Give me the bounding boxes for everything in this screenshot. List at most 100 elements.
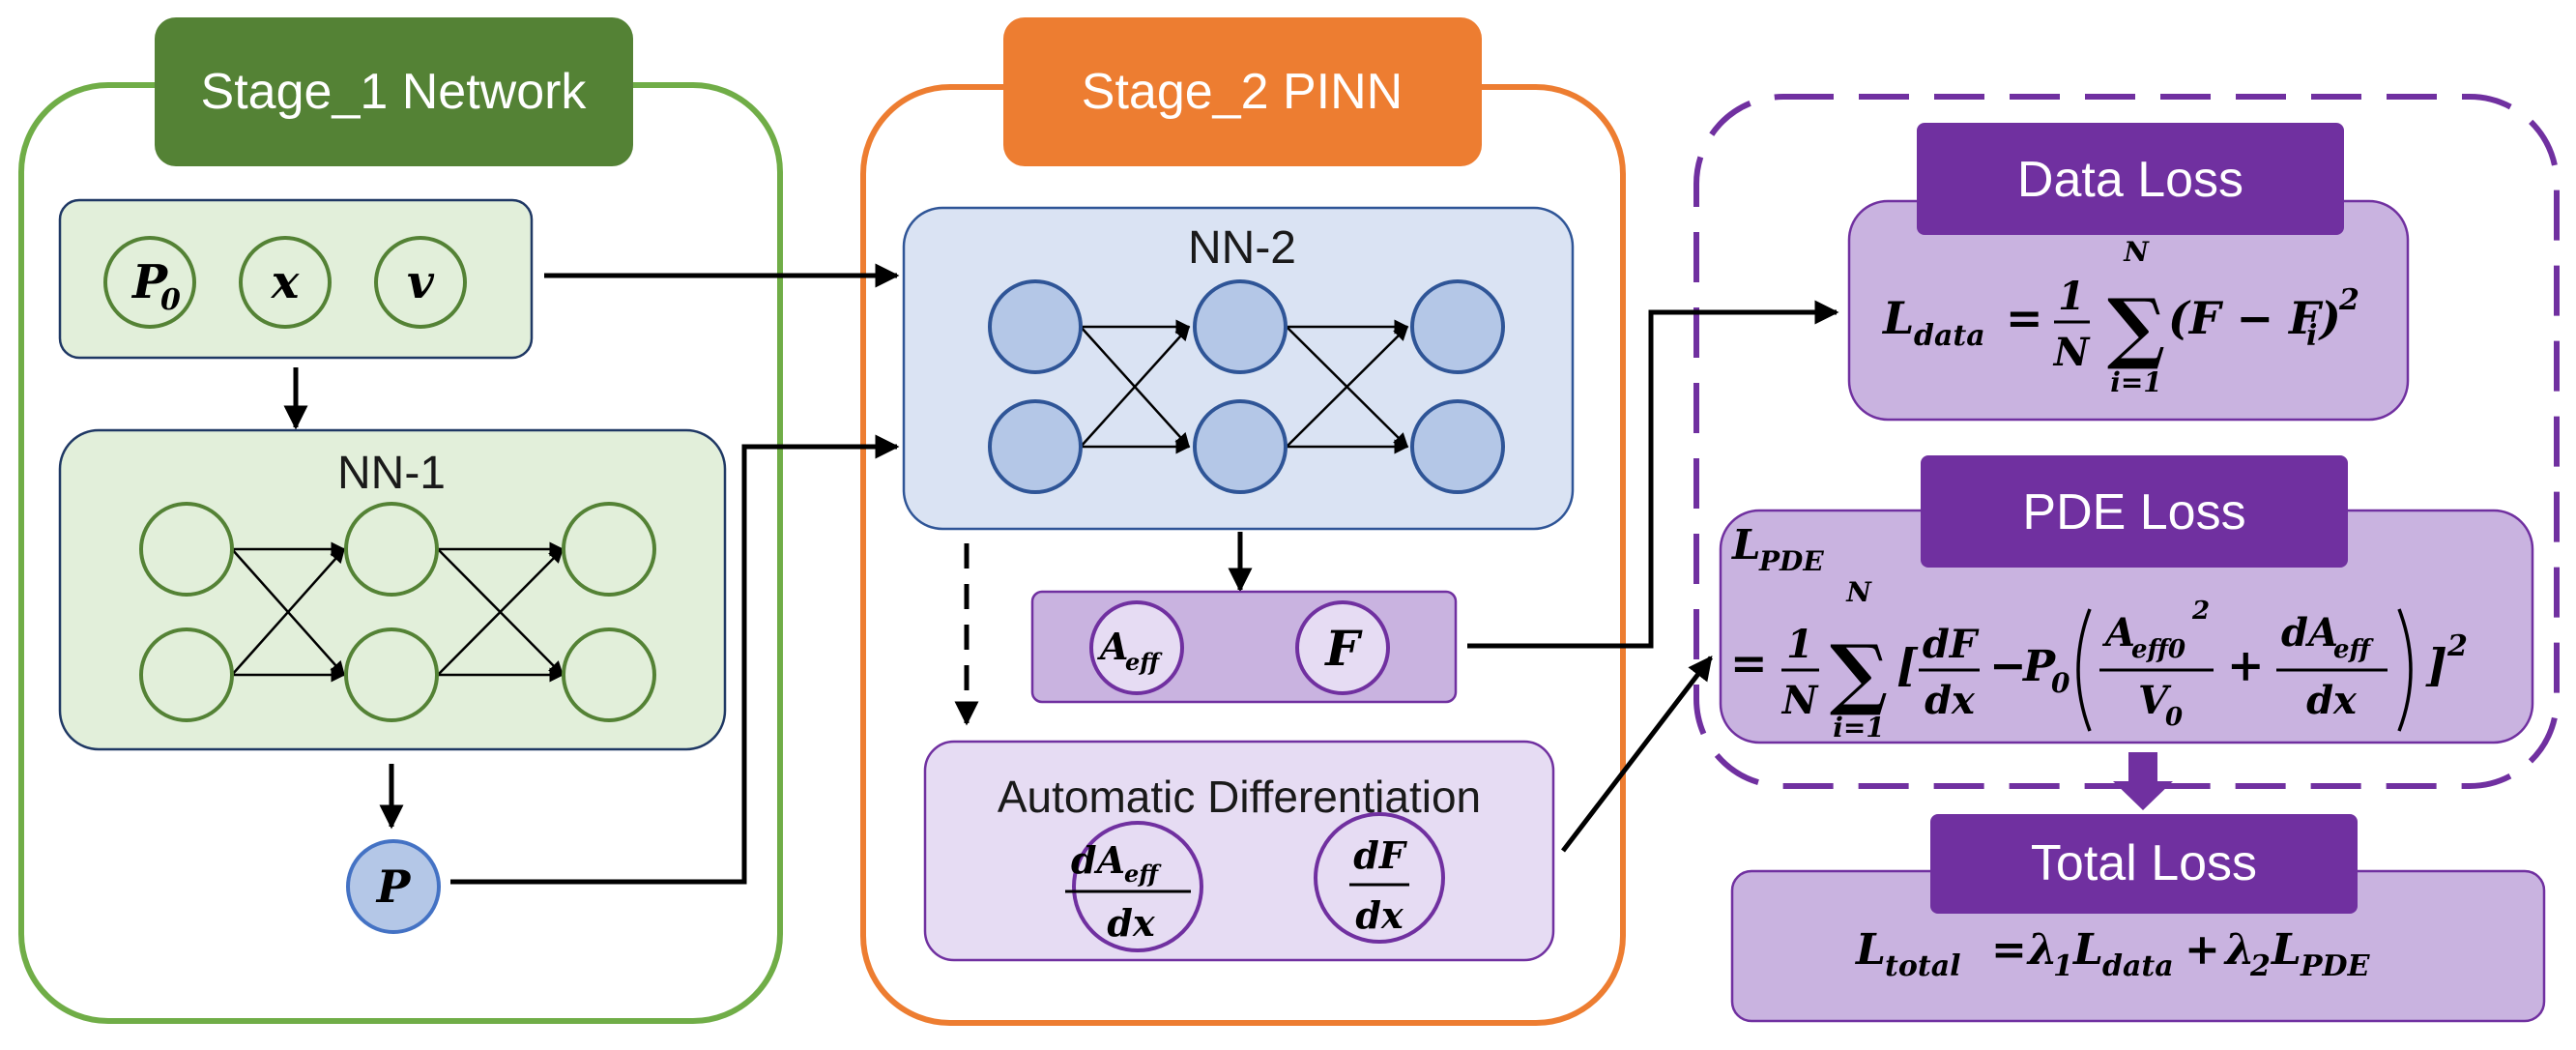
svg-text:λ: λ	[2223, 925, 2255, 975]
svg-text:1: 1	[2058, 274, 2085, 319]
data-loss-header	[1917, 123, 2344, 235]
svg-text:A: A	[1097, 625, 1128, 668]
svg-text:∑: ∑	[2107, 281, 2165, 372]
svg-text:x: x	[271, 255, 301, 309]
svg-text:eff0: eff0	[2131, 635, 2185, 664]
stage1-title: Stage_1 Network	[201, 64, 588, 120]
arrow-f-to-data-loss	[1467, 300, 1839, 649]
nn2-node	[1410, 399, 1505, 494]
svg-text:P: P	[2021, 642, 2057, 691]
stage1-header	[155, 17, 633, 166]
svg-text:2: 2	[2446, 629, 2468, 663]
svg-text:(F − F: (F − F	[2168, 292, 2324, 344]
autodiff-node-df: dF dx	[1314, 812, 1445, 944]
output-node-p: P	[346, 839, 441, 934]
svg-text:dA: dA	[1071, 838, 1125, 882]
arrow-ad-to-pde-loss	[1561, 656, 1713, 853]
svg-text:F: F	[1323, 620, 1363, 677]
svg-text:eff: eff	[2333, 635, 2375, 664]
svg-text:−: −	[1989, 639, 2027, 691]
svg-text:dx: dx	[1925, 678, 1976, 723]
svg-text:]: ]	[2425, 639, 2447, 691]
svg-text:total: total	[1885, 949, 1961, 983]
svg-text:0: 0	[2051, 667, 2070, 699]
nn1-node	[139, 627, 234, 722]
nn1-nodes	[139, 502, 656, 722]
svg-text:=: =	[2006, 292, 2043, 344]
svg-text:N: N	[1845, 576, 1872, 608]
svg-text:i=1: i=1	[1833, 712, 1885, 744]
output-node-aeff: A eff	[1089, 600, 1184, 695]
svg-text:V: V	[2138, 678, 2172, 723]
svg-text:+: +	[2185, 925, 2220, 975]
nn2-nodes	[988, 279, 1505, 494]
svg-text:v: v	[407, 255, 435, 309]
svg-text:2: 2	[2338, 283, 2359, 317]
svg-text:1: 1	[1786, 622, 1813, 667]
svg-text:i: i	[2306, 319, 2317, 353]
stage2-title: Stage_2 PINN	[1082, 64, 1403, 120]
svg-text:2: 2	[2191, 597, 2210, 626]
svg-text:L: L	[2071, 925, 2103, 975]
nn1-edges	[231, 541, 564, 683]
autodiff-node-daeff: dA eff dx	[1065, 821, 1203, 952]
svg-text:i=1: i=1	[2110, 366, 2162, 398]
svg-text:L: L	[1854, 925, 1886, 975]
svg-text:): )	[2318, 292, 2341, 344]
svg-text:P: P	[130, 255, 169, 309]
nn1-node	[344, 627, 439, 722]
pde-loss-title: PDE Loss	[2022, 484, 2245, 540]
total-loss-title: Total Loss	[2031, 835, 2257, 891]
svg-text:L: L	[2270, 925, 2301, 975]
data-loss-title: Data Loss	[2017, 152, 2243, 208]
svg-text:λ: λ	[2026, 925, 2058, 975]
input-node-p0: P 0	[103, 236, 196, 329]
svg-text:dF: dF	[1923, 622, 1980, 667]
data-loss-formula: L data = 1 N N ∑ i=1 (F − F i ) 2	[1881, 236, 2359, 398]
nn1-node	[562, 627, 656, 722]
total-loss-formula: L total = λ 1 L data + λ 2 L PDE	[1854, 925, 2371, 983]
nn2-node	[1193, 399, 1288, 494]
nn2-node	[988, 399, 1083, 494]
svg-text:eff: eff	[1124, 860, 1162, 888]
svg-text:N: N	[1780, 678, 1819, 723]
arrow-p-to-nn2	[450, 434, 900, 885]
svg-text:2: 2	[2249, 949, 2271, 983]
svg-text:[: [	[1896, 639, 1919, 691]
svg-text:P: P	[375, 860, 412, 913]
nn2-edges	[1080, 319, 1409, 454]
output-node-f: F	[1295, 600, 1390, 695]
input-node-v: v	[374, 236, 467, 329]
svg-text:N: N	[2052, 330, 2091, 375]
total-loss-header	[1930, 814, 2358, 914]
nn2-node	[1410, 279, 1505, 374]
svg-text:1: 1	[2053, 949, 2073, 983]
svg-text:PDE: PDE	[1758, 545, 1824, 577]
nn1-node	[344, 502, 439, 597]
nn1-node	[139, 502, 234, 597]
svg-text:dx: dx	[2306, 678, 2358, 723]
svg-text:L: L	[1881, 292, 1914, 344]
arrow-to-total-loss	[2113, 752, 2173, 810]
autodiff-title: Automatic Differentiation	[998, 772, 1481, 822]
nn1-title: NN-1	[337, 448, 446, 499]
svg-text:PDE: PDE	[2300, 949, 2371, 983]
svg-text:=: =	[1730, 637, 1768, 689]
nn1-node	[562, 502, 656, 597]
pde-loss-formula: L PDE = 1 N N ∑ i=1 [ dF dx − P 0 A eff0…	[1730, 521, 2468, 744]
nn2-node	[1193, 279, 1288, 374]
stage2-header	[1003, 17, 1482, 166]
nn2-node	[988, 279, 1083, 374]
svg-text:0: 0	[160, 283, 181, 317]
svg-text:eff: eff	[1125, 648, 1163, 676]
svg-text:0: 0	[2165, 703, 2183, 732]
svg-text:dx: dx	[1107, 901, 1156, 945]
input-node-x: x	[239, 236, 332, 329]
svg-text:L: L	[1731, 521, 1761, 569]
pde-loss-header	[1921, 455, 2348, 568]
nn2-title: NN-2	[1188, 222, 1296, 274]
svg-text:dA: dA	[2281, 610, 2338, 656]
svg-text:data: data	[2102, 949, 2174, 983]
